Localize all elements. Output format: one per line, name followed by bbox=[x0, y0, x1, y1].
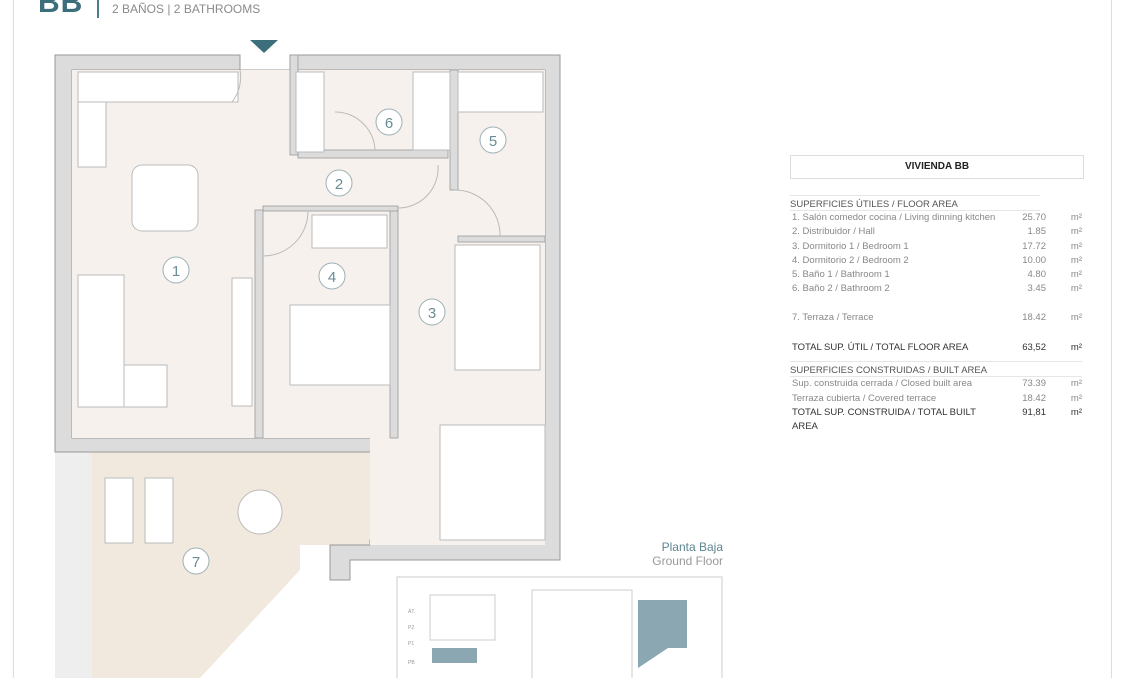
total-built-row: TOTAL SUP. CONSTRUIDA / TOTAL BUILT AREA… bbox=[790, 406, 1084, 433]
row-label: TOTAL SUP. ÚTIL / TOTAL FLOOR AREA bbox=[792, 342, 969, 354]
header-divider bbox=[97, 0, 99, 18]
terrace-row: 7. Terraza / Terrace 18.42 m² bbox=[790, 311, 1084, 325]
unit-subtitle: 2 BAÑOS | 2 BATHROOMS bbox=[112, 2, 261, 16]
row-value: 18.42 bbox=[1022, 392, 1046, 404]
planter bbox=[55, 452, 92, 678]
built-area-heading: SUPERFICIES CONSTRUIDAS / BUILT AREA bbox=[790, 361, 1082, 378]
row-value: 4.80 bbox=[1027, 269, 1047, 281]
row-unit: m² bbox=[1070, 392, 1082, 404]
key-plan bbox=[396, 576, 723, 678]
terrace-area bbox=[92, 452, 370, 678]
area-row: 1. Salón comedor cocina / Living dinning… bbox=[790, 211, 1084, 225]
unit-code: BB bbox=[38, 0, 84, 19]
entrance-arrow-icon bbox=[250, 40, 278, 53]
row-value: 18.42 bbox=[1022, 311, 1046, 323]
row-value: 1.85 bbox=[1027, 226, 1047, 238]
area-row: Sup. construida cerrada / Closed built a… bbox=[790, 377, 1084, 391]
page-frame bbox=[13, 0, 1112, 678]
row-unit: m² bbox=[1070, 212, 1082, 223]
area-row: Terraza cubierta / Covered terrace 18.42 m… bbox=[790, 392, 1084, 406]
floor-area-heading: SUPERFICIES ÚTILES / FLOOR AREA bbox=[790, 195, 1040, 211]
row-label: TOTAL SUP. CONSTRUIDA / TOTAL BUILT AREA bbox=[792, 406, 976, 433]
row-label: Terraza cubierta / Covered terrace bbox=[792, 392, 937, 404]
row-label: 6. Baño 2 / Bathroom 2 bbox=[792, 283, 890, 295]
level-at: ÁT. bbox=[408, 608, 415, 615]
floor-label: Planta Baja Ground Floor bbox=[652, 540, 723, 568]
area-row: 4. Dormitorio 2 / Bedroom 2 10.00 m² bbox=[790, 254, 1084, 268]
floor-label-es: Planta Baja bbox=[661, 540, 723, 554]
total-floor-row: TOTAL SUP. ÚTIL / TOTAL FLOOR AREA 63,52… bbox=[790, 341, 1084, 355]
row-unit: m² bbox=[1070, 342, 1082, 354]
row-label: Sup. construida cerrada / Closed built a… bbox=[792, 378, 973, 390]
room-label-7: 7 bbox=[192, 554, 200, 571]
area-table: VIVIENDA BB SUPERFICIES ÚTILES / FLOOR A… bbox=[790, 155, 1084, 433]
row-unit: m² bbox=[1070, 240, 1082, 252]
room-label-2: 2 bbox=[335, 176, 343, 193]
row-value: 25.70 bbox=[1022, 212, 1046, 223]
level-pb: PB bbox=[408, 660, 415, 666]
furniture bbox=[77, 69, 546, 544]
room-label-3: 3 bbox=[428, 305, 436, 322]
room-label-6: 6 bbox=[385, 115, 393, 132]
row-label: 7. Terraza / Terrace bbox=[792, 311, 874, 323]
interior-walls bbox=[254, 54, 546, 439]
area-row: 2. Distribuidor / Hall 1.85 m² bbox=[790, 225, 1084, 239]
row-unit: m² bbox=[1070, 254, 1082, 266]
row-unit: m² bbox=[1070, 311, 1082, 323]
row-unit: m² bbox=[1070, 283, 1082, 295]
area-row: 6. Baño 2 / Bathroom 2 3.45 m² bbox=[790, 282, 1084, 296]
row-unit: m² bbox=[1070, 226, 1082, 238]
row-value: 17.72 bbox=[1022, 240, 1046, 252]
room-label-1: 1 bbox=[172, 263, 180, 280]
row-label: 5. Baño 1 / Bathroom 1 bbox=[792, 269, 890, 281]
row-label: 2. Distribuidor / Hall bbox=[792, 226, 875, 238]
row-value: 91,81 bbox=[1022, 406, 1046, 418]
row-value: 63,52 bbox=[1022, 342, 1046, 354]
area-row: 5. Baño 1 / Bathroom 1 4.80 m² bbox=[790, 268, 1084, 282]
row-value: 10.00 bbox=[1022, 254, 1046, 266]
key-plan-highlight-plan bbox=[638, 600, 687, 668]
row-value: 3.45 bbox=[1027, 283, 1047, 295]
table-title: VIVIENDA BB bbox=[790, 155, 1084, 179]
row-unit: m² bbox=[1070, 406, 1082, 418]
row-label: 3. Dormitorio 1 / Bedroom 1 bbox=[792, 240, 909, 252]
level-p1: P1 bbox=[408, 641, 414, 647]
floor-label-en: Ground Floor bbox=[652, 554, 723, 568]
room-label-4: 4 bbox=[328, 269, 336, 286]
row-value: 73.39 bbox=[1022, 378, 1046, 390]
area-row: 3. Dormitorio 1 / Bedroom 1 17.72 m² bbox=[790, 240, 1084, 254]
room-label-5: 5 bbox=[489, 133, 497, 150]
row-label: 4. Dormitorio 2 / Bedroom 2 bbox=[792, 254, 909, 266]
row-unit: m² bbox=[1070, 378, 1082, 390]
row-unit: m² bbox=[1070, 269, 1082, 281]
level-p2: P2 bbox=[408, 625, 414, 631]
row-label: 1. Salón comedor cocina / Living dinning… bbox=[792, 212, 996, 223]
key-plan-highlight-section bbox=[432, 648, 477, 663]
